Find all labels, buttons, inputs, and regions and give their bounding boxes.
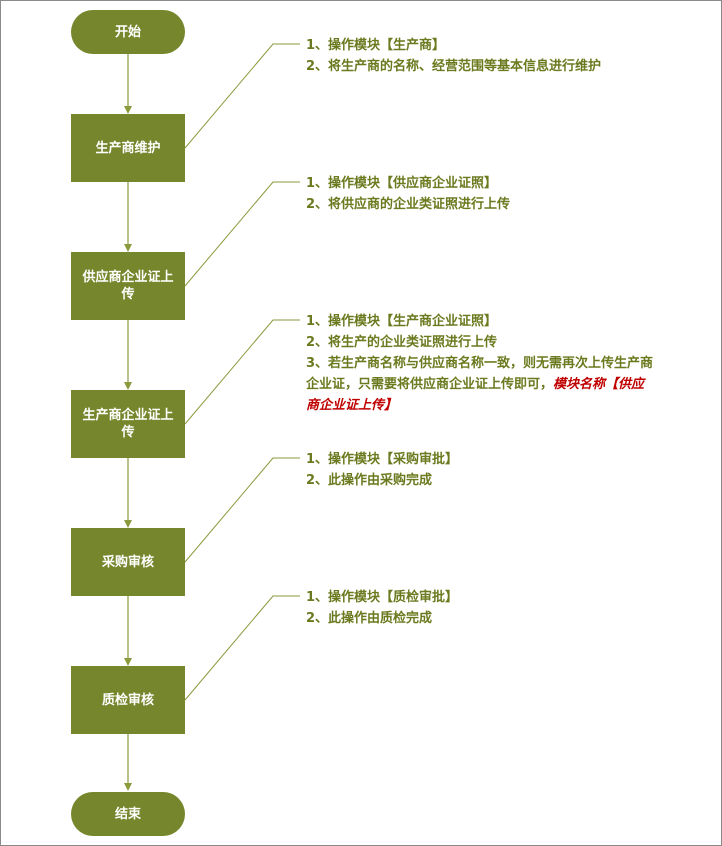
- end-node: 结束: [71, 792, 185, 836]
- step-node-purchase-review: 采购审核: [71, 528, 185, 596]
- callout-step4: [184, 457, 300, 563]
- step-label: 质检审核: [101, 692, 154, 708]
- module-name-highlight: 商企业证上传】: [306, 398, 398, 413]
- end-label: 结束: [114, 806, 141, 822]
- start-node: 开始: [71, 10, 185, 54]
- start-label: 开始: [114, 24, 141, 40]
- step-node-manufacturer-cert-upload: 生产商企业证上传: [71, 390, 185, 458]
- note-step5: 1、操作模块【质检审批】 2、此操作由质检完成: [306, 587, 698, 629]
- callout-step1: [184, 43, 300, 149]
- note-line: 1、操作模块【采购审批】: [306, 452, 459, 467]
- callout-step5: [184, 595, 300, 701]
- note-line: 2、此操作由采购完成: [306, 473, 433, 488]
- note-line: 2、此操作由质检完成: [306, 611, 433, 626]
- step-label: 生产商企业证上传: [82, 408, 174, 440]
- callout-step2: [184, 181, 300, 287]
- note-text: 企业证，只需要将供应商企业证上传即可，: [306, 377, 554, 392]
- step-node-supplier-cert-upload: 供应商企业证上传: [71, 252, 185, 320]
- note-line: 3、若生产商名称与供应商名称一致，则无需再次上传生产商: [306, 356, 654, 371]
- step-node-quality-review: 质检审核: [71, 666, 185, 734]
- step-node-manufacturer-maintenance: 生产商维护: [71, 114, 185, 182]
- step-label: 生产商维护: [95, 140, 161, 156]
- note-line: 2、将供应商的企业类证照进行上传: [306, 197, 511, 212]
- note-step1: 1、操作模块【生产商】 2、将生产商的名称、经营范围等基本信息进行维护: [306, 35, 698, 77]
- note-line: 1、操作模块【质检审批】: [306, 590, 459, 605]
- step-label: 供应商企业证上传: [82, 270, 174, 302]
- note-step2: 1、操作模块【供应商企业证照】 2、将供应商的企业类证照进行上传: [306, 173, 698, 215]
- note-line-with-highlight: 企业证，只需要将供应商企业证上传即可，模块名称【供应: [306, 374, 698, 395]
- step-label: 采购审核: [101, 554, 154, 570]
- note-step3: 1、操作模块【生产商企业证照】 2、将生产的企业类证照进行上传 3、若生产商名称…: [306, 311, 698, 416]
- note-line: 1、操作模块【生产商企业证照】: [306, 314, 498, 329]
- note-line: 1、操作模块【生产商】: [306, 38, 446, 53]
- module-name-highlight: 模块名称【供应: [553, 377, 645, 392]
- note-line: 1、操作模块【供应商企业证照】: [306, 176, 498, 191]
- note-step4: 1、操作模块【采购审批】 2、此操作由采购完成: [306, 449, 698, 491]
- callout-step3: [184, 319, 300, 425]
- note-line: 2、将生产商的名称、经营范围等基本信息进行维护: [306, 59, 602, 74]
- note-line: 2、将生产的企业类证照进行上传: [306, 335, 498, 350]
